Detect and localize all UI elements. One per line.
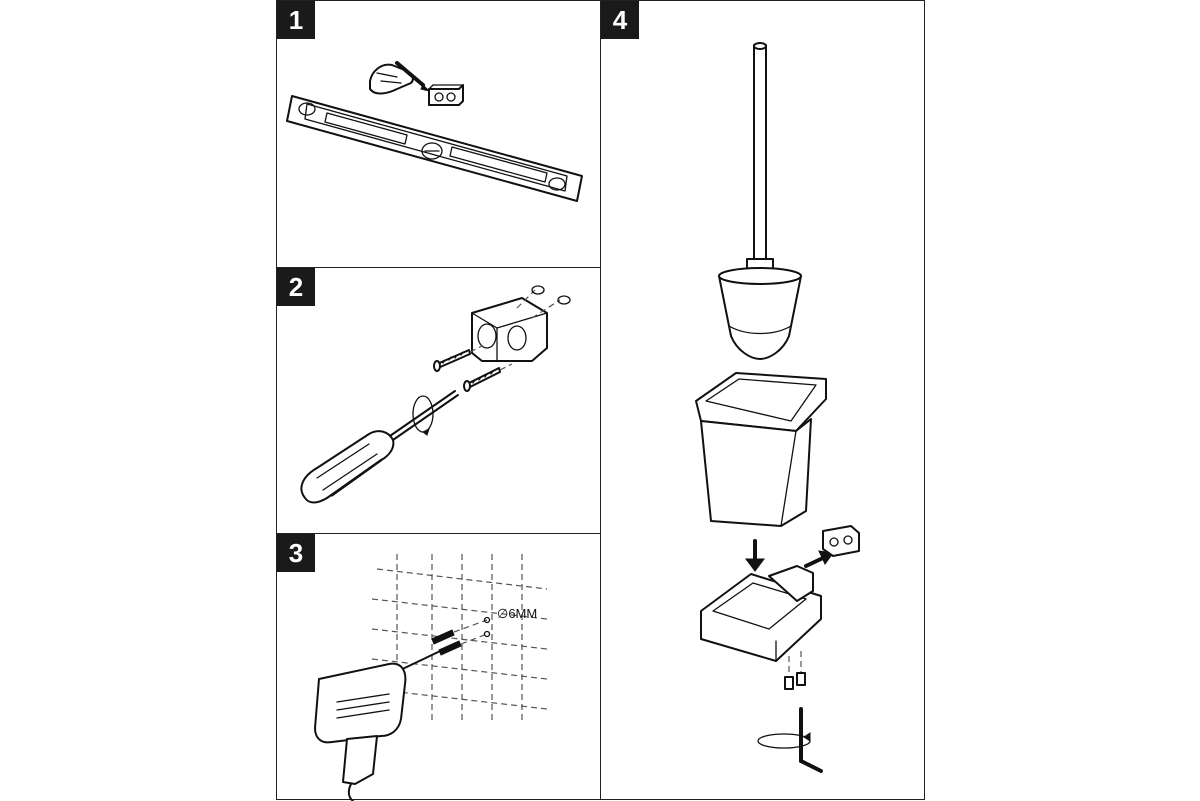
power-drill [314, 643, 456, 801]
step-2-illustration [300, 285, 571, 504]
step-1-number: 1 [277, 1, 315, 39]
screw-1 [433, 345, 483, 372]
step-1-panel: 1 [276, 0, 601, 268]
set-screws [784, 651, 806, 690]
step-2-panel: 2 [276, 267, 601, 534]
screw-2 [463, 363, 513, 392]
toilet-brush [718, 42, 802, 360]
screwdriver [300, 390, 459, 504]
allen-key [757, 707, 823, 773]
wall-anchors [431, 616, 491, 656]
step-2-number: 2 [277, 268, 315, 306]
assembly-arrows [745, 539, 834, 572]
hand-with-pencil [369, 61, 431, 95]
drill-diameter-label: ∅6MM [497, 606, 538, 621]
spirit-level [286, 95, 583, 202]
step-4-illustration [695, 42, 860, 773]
wall-bracket-small [822, 525, 860, 557]
step-3-number: 3 [277, 534, 315, 572]
step-4-number: 4 [601, 1, 639, 39]
washer-2 [557, 295, 571, 305]
washer-1 [531, 285, 545, 295]
wall-bracket-small [428, 84, 464, 106]
step-1-illustration [286, 61, 583, 202]
step-3-illustration [314, 554, 548, 801]
holder-base [700, 565, 822, 662]
bracket-block [471, 289, 561, 362]
step-4-panel: 4 [600, 0, 925, 800]
glass-cup [695, 372, 827, 527]
step-3-panel: 3 [276, 533, 601, 801]
